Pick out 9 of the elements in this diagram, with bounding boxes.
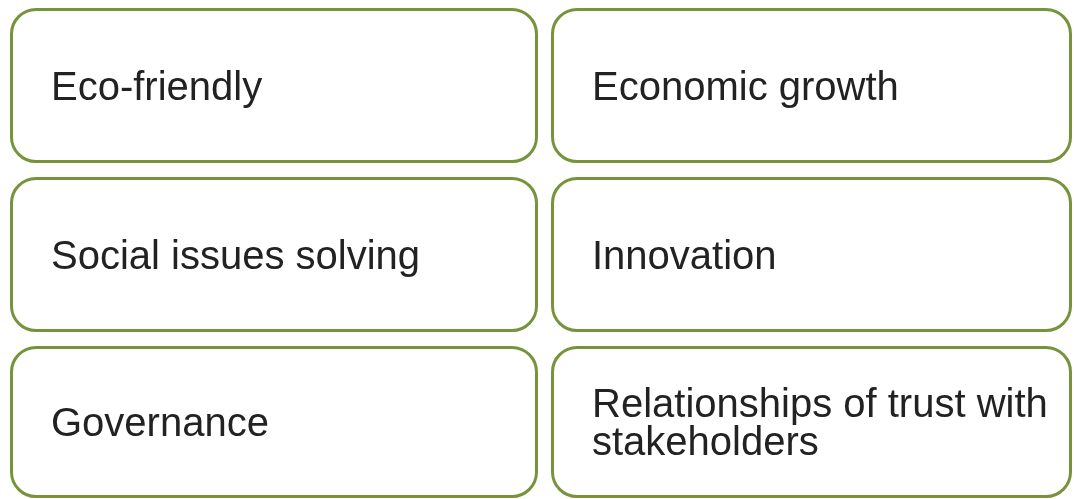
- rounded-box: [551, 346, 1072, 498]
- rounded-box: [10, 177, 538, 332]
- rounded-box: [10, 8, 538, 163]
- rounded-box: [551, 8, 1072, 163]
- box-label: Innovation: [592, 235, 777, 274]
- rounded-box: [551, 177, 1072, 332]
- box-label: Governance: [51, 403, 269, 441]
- rounded-box: [10, 346, 538, 498]
- box-label: Relationships of trust with stakeholders: [592, 384, 1049, 460]
